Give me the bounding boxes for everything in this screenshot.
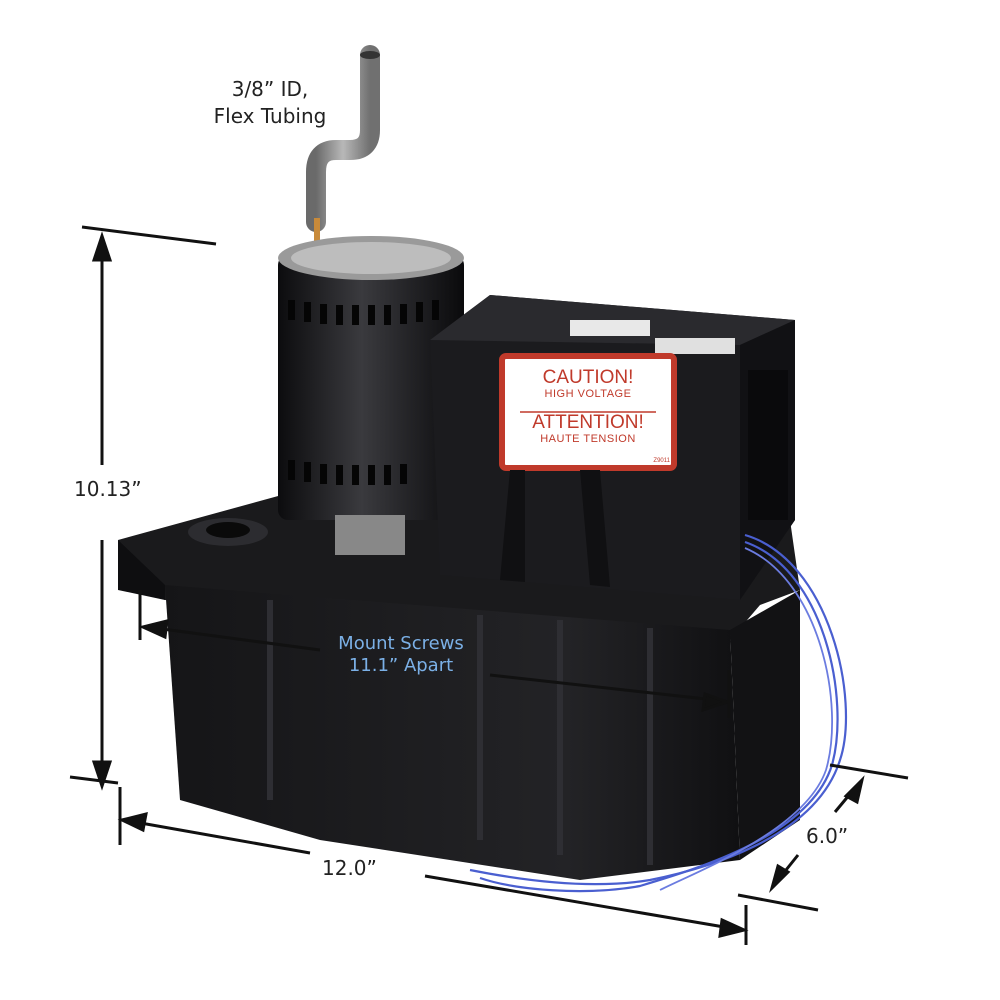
depth-dimension: 6.0” [806, 824, 849, 848]
dimension-lines [69, 225, 909, 945]
caution-label-text: CAUTION! HIGH VOLTAGE ATTENTION! HAUTE T… [502, 356, 674, 468]
tubing-callout: 3/8” ID, Flex Tubing [190, 76, 350, 130]
mount-callout-line1: Mount Screws [338, 633, 464, 654]
flex-tubing [306, 45, 380, 232]
motor-shaft [335, 515, 405, 555]
tank-body [165, 585, 740, 880]
mount-callout-line2: 11.1” Apart [348, 655, 454, 676]
width-dimension: 12.0” [322, 856, 377, 880]
attention-subheading: HAUTE TENSION [540, 433, 636, 445]
caution-heading: CAUTION! [542, 367, 634, 388]
label-code: Z9011 [653, 458, 670, 464]
wire-bundle [469, 533, 847, 886]
mount-screws-callout: Mount Screws 11.1” Apart [322, 633, 480, 677]
tubing-callout-line2: Flex Tubing [213, 104, 327, 128]
attention-heading: ATTENTION! [532, 412, 644, 433]
height-dimension: 10.13” [74, 477, 142, 501]
top-sticker [570, 320, 650, 336]
motor-vents [288, 300, 439, 485]
caution-subheading: HIGH VOLTAGE [544, 388, 632, 400]
tubing-callout-line1: 3/8” ID, [231, 77, 309, 101]
brass-fitting [314, 218, 320, 250]
